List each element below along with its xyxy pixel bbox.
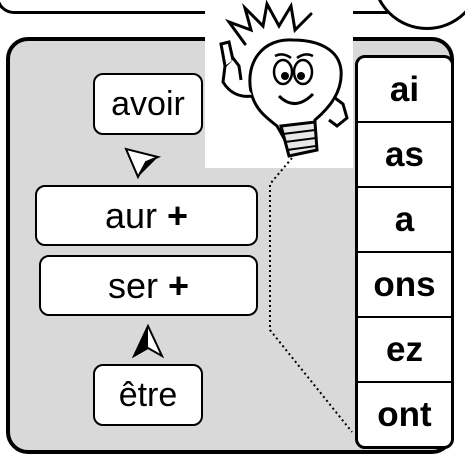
ending-ons: ons xyxy=(358,253,451,318)
stem-label: ser xyxy=(107,264,158,306)
avoir-box: avoir xyxy=(93,73,203,135)
stem-label: aur xyxy=(104,194,157,236)
ending-ai: ai xyxy=(358,58,451,123)
plus-sign: + xyxy=(167,194,189,236)
arrow-down-icon xyxy=(124,147,162,180)
stem-box-aur: aur + xyxy=(35,185,258,246)
ending-as: as xyxy=(358,123,451,188)
ending-ez: ez xyxy=(358,318,451,383)
stem-box-ser: ser + xyxy=(39,255,258,316)
arrow-up-icon xyxy=(131,324,165,359)
lightbulb-character-icon xyxy=(205,0,353,168)
plus-sign: + xyxy=(167,264,190,306)
avoir-label: avoir xyxy=(111,84,185,123)
etre-box: être xyxy=(93,364,203,426)
endings-column: ai as a ons ez ont xyxy=(355,55,454,449)
ending-ont: ont xyxy=(377,394,432,434)
ending-a: a xyxy=(358,188,451,253)
etre-label: être xyxy=(118,375,178,414)
top-decorative-circle xyxy=(372,0,465,30)
